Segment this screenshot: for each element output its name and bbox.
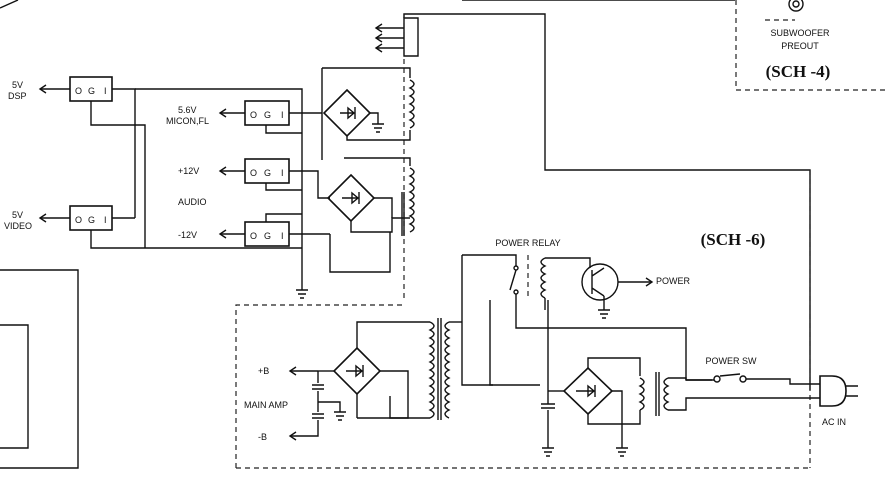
- main-amp-supply: +B MAIN AMP -B: [244, 318, 462, 442]
- svg-text:G: G: [264, 231, 271, 241]
- label-5v-dsp: 5V: [12, 80, 23, 90]
- svg-text:I: I: [281, 231, 284, 241]
- regulator-video: O G I 5V VIDEO: [4, 205, 302, 249]
- power-switch: POWER SW: [686, 356, 810, 399]
- ground-icon: [296, 289, 308, 299]
- power-relay: POWER RELAY POWER: [461, 238, 691, 386]
- capacitor-icon: [541, 300, 555, 409]
- main-transformer-primary: [428, 321, 435, 419]
- standby-transformer-secondary: [638, 377, 645, 411]
- svg-text:O: O: [250, 110, 257, 120]
- svg-text:G: G: [264, 168, 271, 178]
- bridge-rectifier-2: [326, 157, 415, 273]
- subwoofer-label-line2: PREOUT: [781, 41, 819, 51]
- rca-jack-icon: [788, 0, 804, 12]
- svg-text:O: O: [250, 231, 257, 241]
- ground-icon: [616, 447, 628, 457]
- capacitor-icon: [312, 391, 324, 419]
- sch4-block: SUBWOOFER PREOUT (SCH -4): [735, 0, 885, 91]
- sch4-label: (SCH -4): [766, 62, 831, 81]
- ac-in-label: AC IN: [822, 417, 846, 427]
- regulator-minus12: O G I -12V: [178, 113, 330, 299]
- standby-transformer-primary: [663, 377, 670, 411]
- svg-text:I: I: [281, 168, 284, 178]
- transistor-icon: [581, 263, 619, 301]
- label-5v-video: 5V: [12, 210, 23, 220]
- svg-text:G: G: [88, 215, 95, 225]
- sch6-label: (SCH -6): [701, 230, 766, 249]
- svg-text:I: I: [281, 110, 284, 120]
- label-audio: AUDIO: [178, 197, 207, 207]
- subwoofer-label-line1: SUBWOOFER: [770, 28, 830, 38]
- transformer-winding: [408, 79, 415, 129]
- power-label: POWER: [656, 276, 691, 286]
- svg-text:O: O: [75, 86, 82, 96]
- panel-box-outer: [0, 269, 79, 469]
- main-transformer-secondary: [444, 321, 451, 419]
- power-sw-label: POWER SW: [706, 356, 758, 366]
- svg-text:O: O: [75, 215, 82, 225]
- ac-plug-icon: AC IN: [810, 375, 858, 427]
- panel-box-inner: [0, 324, 29, 449]
- transformer-winding: [408, 167, 415, 233]
- label-plus-b: +B: [258, 366, 269, 376]
- label-video: VIDEO: [4, 221, 32, 231]
- svg-text:G: G: [264, 110, 271, 120]
- ground-icon: [334, 411, 346, 421]
- svg-text:G: G: [88, 86, 95, 96]
- label-dsp: DSP: [8, 91, 27, 101]
- standby-supply: [541, 300, 790, 457]
- label-plus12v: +12V: [178, 166, 199, 176]
- svg-text:I: I: [104, 215, 107, 225]
- border-line: [0, 0, 19, 9]
- relay-coil: [540, 257, 547, 299]
- bridge-rectifier-1: [321, 67, 415, 160]
- label-minus12v: -12V: [178, 230, 197, 240]
- ground-icon: [542, 447, 554, 457]
- capacitor-icon: [312, 371, 324, 390]
- regulator-plus12: O G I +12V: [178, 158, 330, 199]
- label-minus-b: -B: [258, 432, 267, 442]
- label-main-amp: MAIN AMP: [244, 400, 288, 410]
- ground-icon: [372, 123, 384, 133]
- label-5-6v: 5.6V: [178, 105, 197, 115]
- power-relay-label: POWER RELAY: [495, 238, 560, 248]
- svg-text:I: I: [104, 86, 107, 96]
- regulator-micon: O G I 5.6V MICON,FL: [135, 88, 322, 134]
- sch6-block: (SCH -6): [235, 170, 811, 469]
- label-micon-fl: MICON,FL: [166, 116, 209, 126]
- svg-text:O: O: [250, 168, 257, 178]
- ground-icon: [598, 309, 610, 319]
